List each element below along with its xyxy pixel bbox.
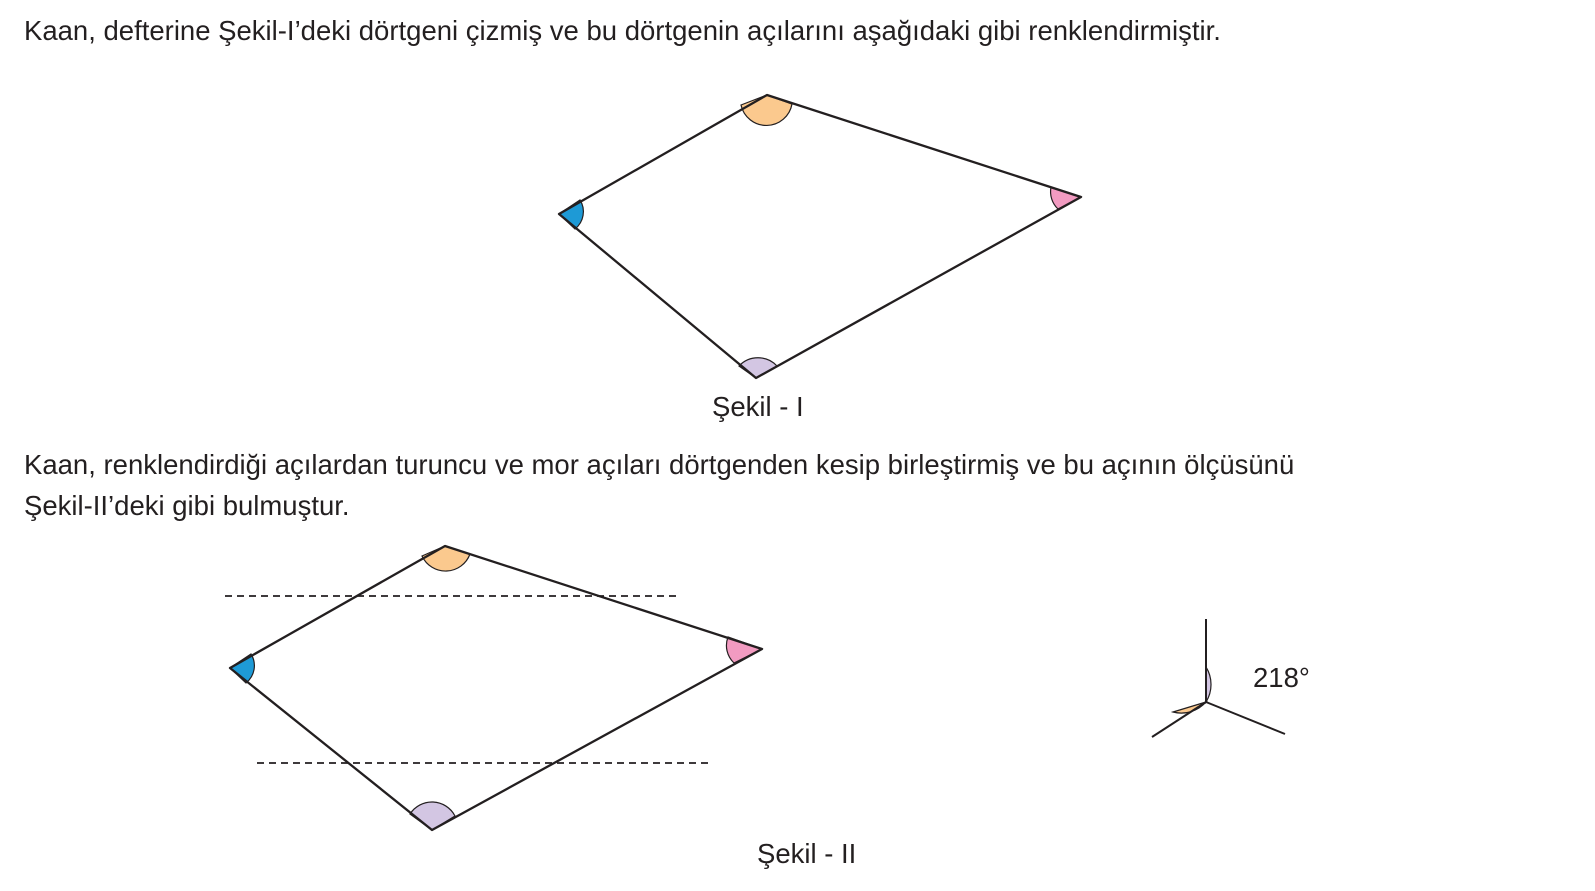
ray-right — [1205, 701, 1286, 735]
figure-2-quadrilateral — [225, 544, 764, 832]
quadrilateral-2 — [228, 544, 764, 832]
intro-text: Kaan, defterine Şekil-I’deki dörtgeni çi… — [24, 15, 1221, 46]
ray-left — [1151, 701, 1207, 738]
figure-1 — [557, 93, 1083, 380]
combined-angle-orange — [1170, 700, 1208, 714]
angle-left-blue — [558, 199, 584, 230]
angle-top-orange-2 — [421, 545, 471, 572]
combined-angle: 218° — [1151, 619, 1310, 738]
figure-2-caption: Şekil - II — [757, 838, 857, 869]
quadrilateral-1 — [557, 93, 1083, 380]
angle-value-label: 218° — [1253, 662, 1310, 693]
figure-1-caption: Şekil - I — [712, 391, 804, 422]
middle-text-line-2: Şekil-II’deki gibi bulmuştur. — [24, 490, 350, 521]
middle-text: Kaan, renklendirdiği açılardan turuncu v… — [24, 444, 1564, 526]
middle-text-line-1: Kaan, renklendirdiği açılardan turuncu v… — [24, 449, 1295, 480]
angle-bottom-purple-2 — [409, 801, 456, 831]
angle-left-blue-2 — [229, 653, 255, 684]
